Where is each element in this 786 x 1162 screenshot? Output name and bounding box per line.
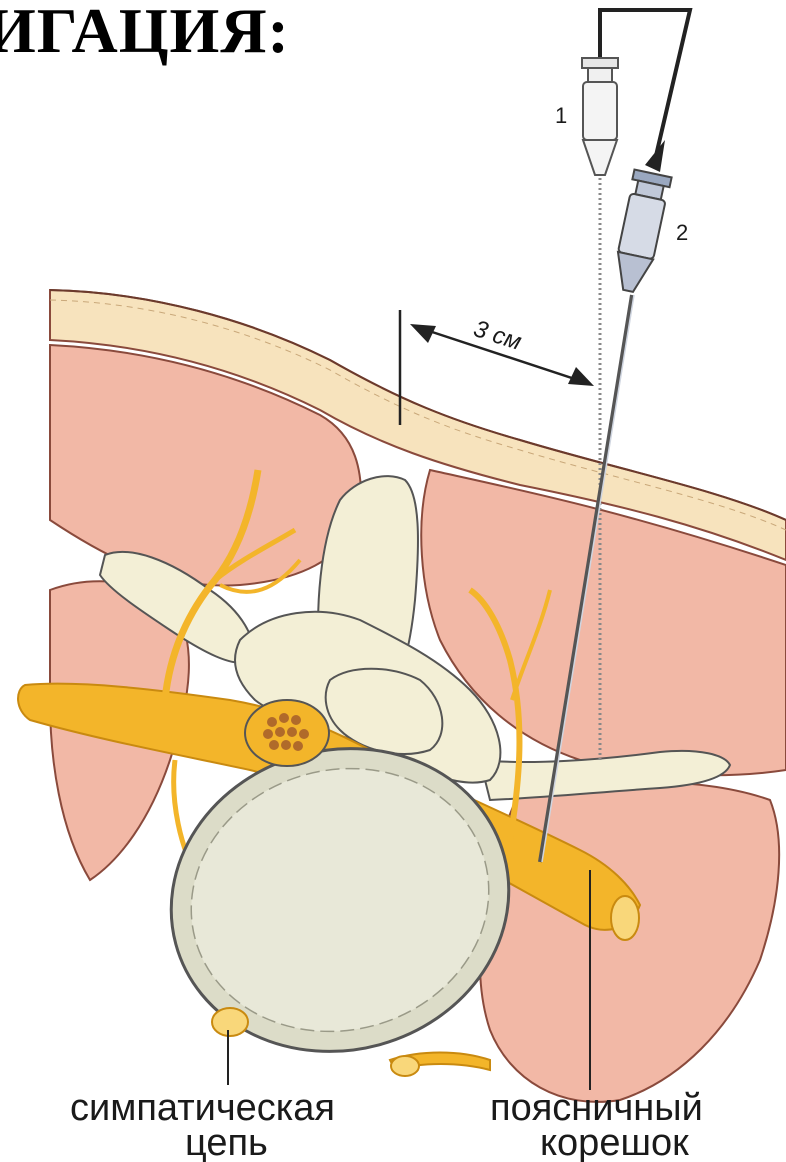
distance-label: 3 см [470,315,524,356]
lumbar-root-label-line2: корешок [540,1122,689,1162]
sympathetic-ganglion-right [391,1056,419,1076]
sympathetic-ganglion-left [212,1008,248,1036]
spinal-canal [245,700,329,766]
needle-1-label: 1 [555,103,567,128]
sympathetic-chain-label-line2: цепь [185,1122,268,1162]
needle-2-label: 2 [676,220,688,245]
